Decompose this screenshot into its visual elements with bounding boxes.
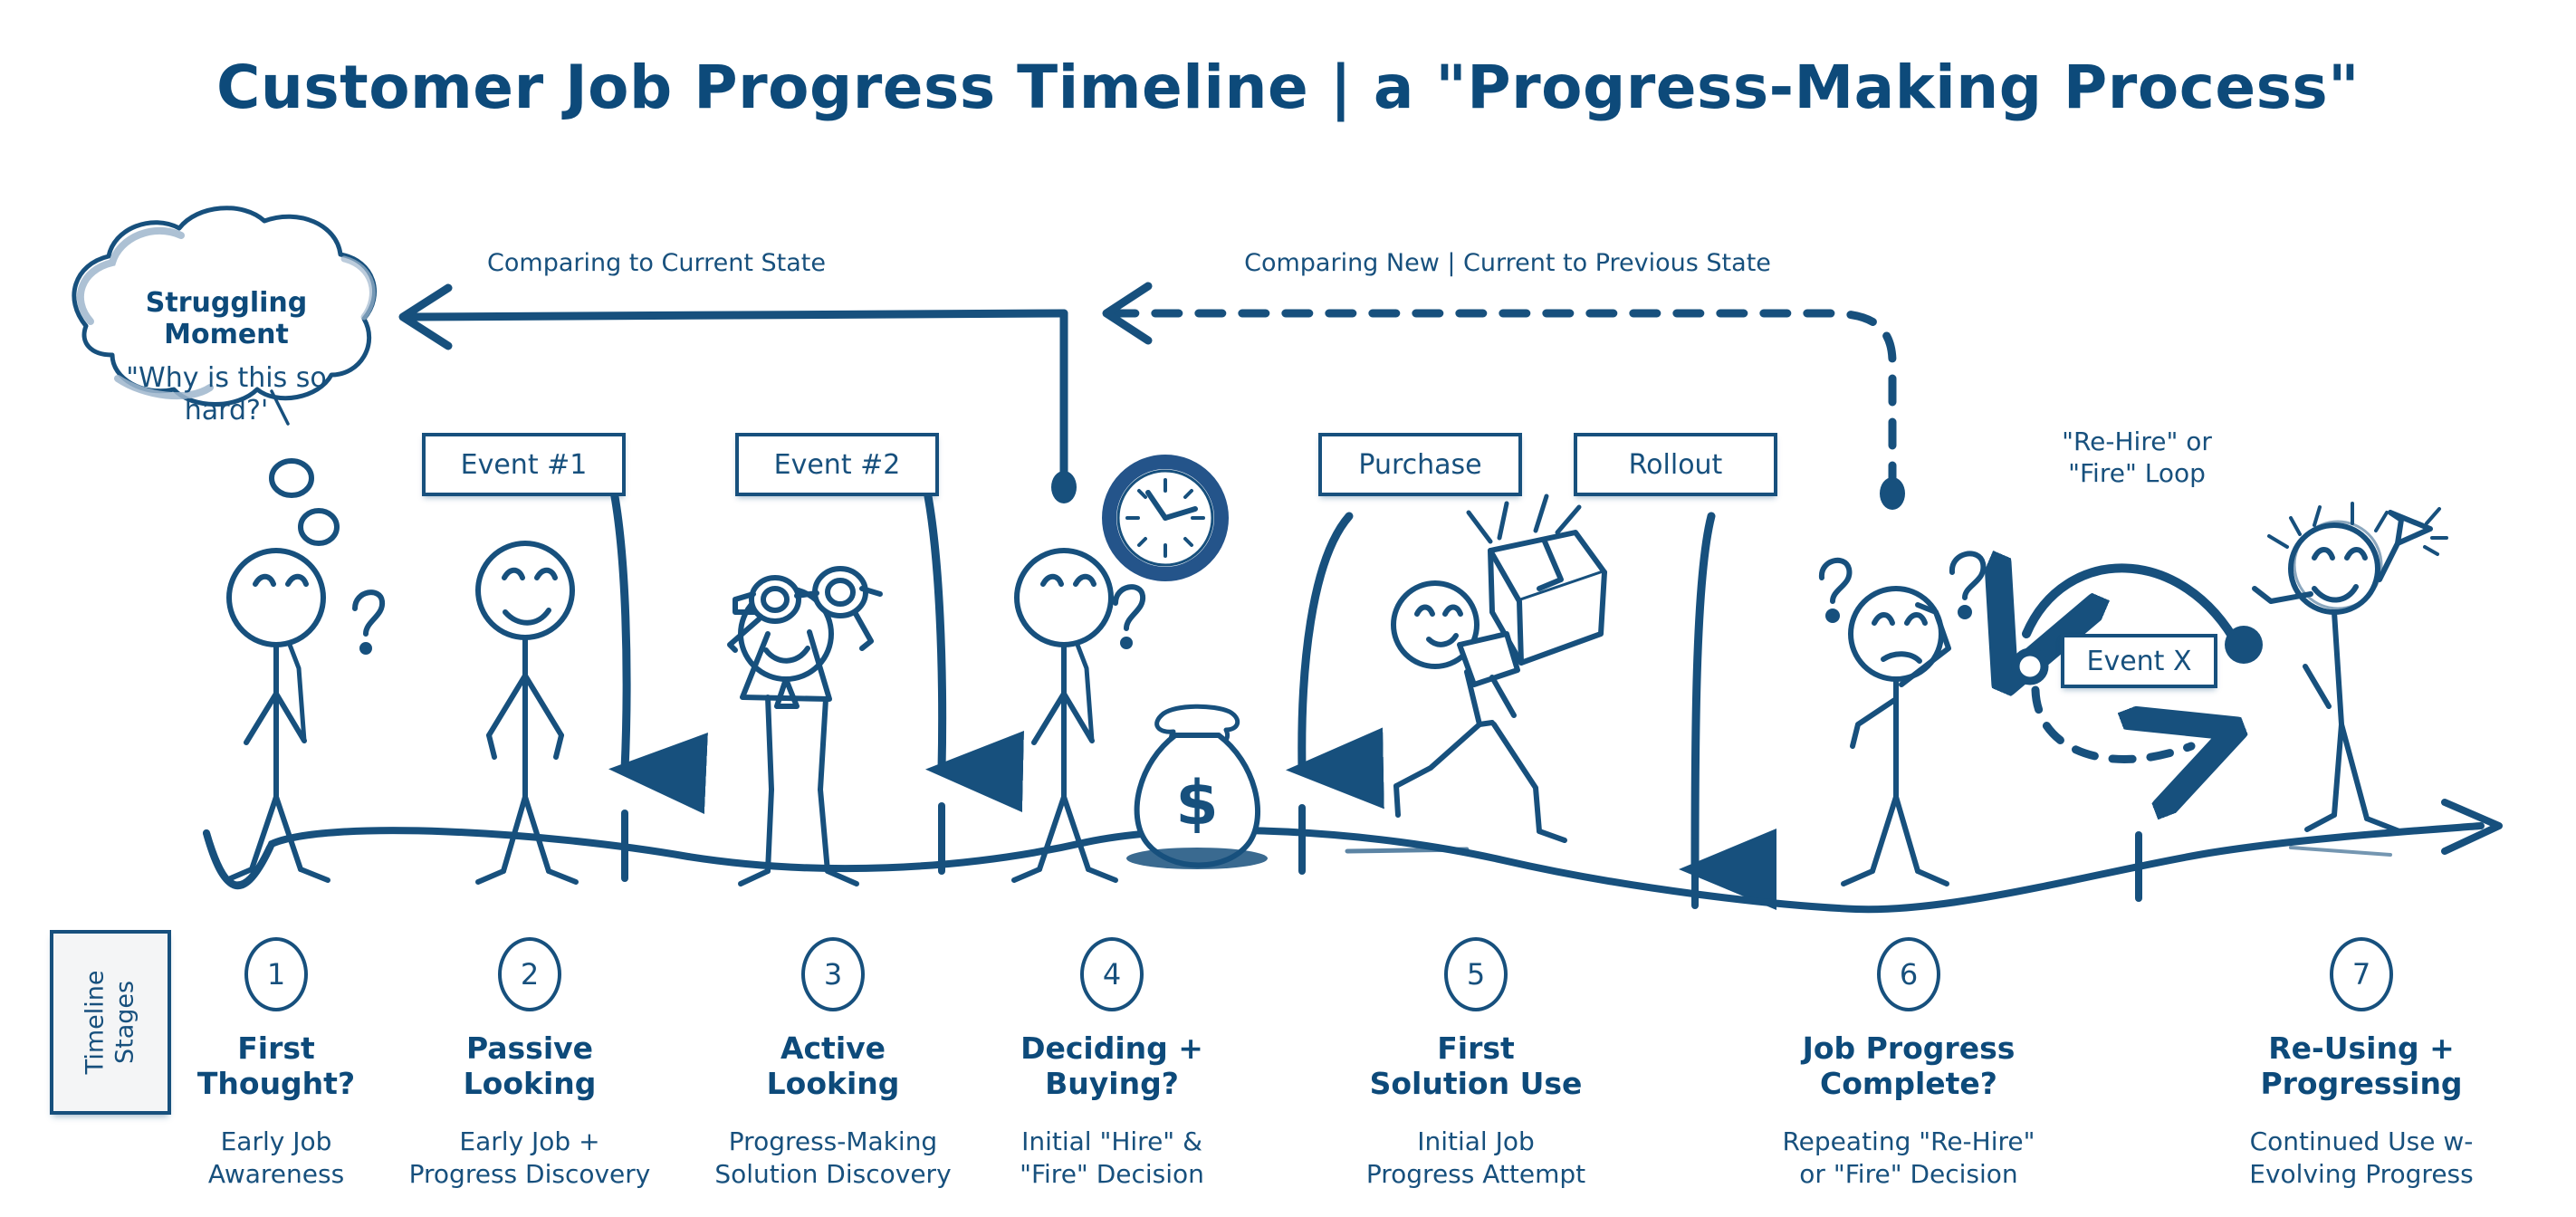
event-box-event-x-label: Event X (2086, 645, 2192, 677)
clock-icon (1102, 455, 1229, 581)
struggling-moment-thought-cloud (72, 206, 377, 546)
stage-down-arrows (604, 462, 1777, 911)
label-comparing-new-to-previous-state: Comparing New | Current to Previous Stat… (1244, 249, 1771, 277)
timeline-left-hook (203, 829, 273, 889)
stage-number-3: 3 (801, 937, 865, 1011)
running-person-with-box-stage-5-figure (1345, 494, 1607, 854)
stage-number-5: 5 (1444, 937, 1508, 1011)
page-title: Customer Job Progress Timeline | a "Prog… (215, 53, 2361, 122)
stage-number-1: 1 (244, 937, 308, 1011)
timeline-stages-tag-label: Timeline Stages (81, 970, 139, 1075)
timeline-axis (203, 799, 2503, 914)
event-box-purchase-label: Purchase (1358, 448, 1482, 481)
struggling-moment-quote: "Why is this so hard?' (126, 361, 327, 426)
celebrating-person-stage-7-figure (2252, 502, 2448, 857)
stage-title-7: Re-Using +Progressing (2260, 1030, 2463, 1101)
thinking-person-stage-4-figure (1011, 548, 1146, 883)
rehire-fire-loop-arrows (2016, 568, 2263, 759)
stage-subtitle-6: Repeating "Re-Hire"or "Fire" Decision (1782, 1126, 2035, 1189)
thinking-person-stage-1-figure (224, 548, 386, 883)
event-box-rollout-label: Rollout (1628, 448, 1723, 481)
event-box-purchase[interactable]: Purchase (1318, 433, 1522, 496)
binoculars-person-stage-3-figure (727, 566, 883, 886)
stage-number-4: 4 (1080, 937, 1144, 1011)
label-comparing-to-current-state: Comparing to Current State (487, 249, 826, 277)
stage-number-7: 7 (2330, 937, 2393, 1011)
timeline-stages-tag: Timeline Stages (50, 930, 171, 1115)
event-box-event-1[interactable]: Event #1 (422, 433, 626, 496)
confused-person-stage-6-figure (1818, 551, 1987, 886)
struggling-moment-text-block: Struggling Moment "Why is this so hard?' (81, 287, 371, 427)
event-box-event-2[interactable]: Event #2 (735, 433, 939, 496)
stage-subtitle-4: Initial "Hire" &"Fire" Decision (1020, 1126, 1204, 1189)
event-box-event-1-label: Event #1 (460, 448, 588, 481)
stage-title-4: Deciding +Buying? (1020, 1030, 1203, 1101)
comparing-new-to-previous-state-arrow (1102, 282, 1905, 510)
money-bag-icon: $ (1126, 704, 1268, 869)
stage-subtitle-2: Early Job +Progress Discovery (408, 1126, 651, 1189)
comparing-current-state-arrow (398, 283, 1077, 503)
rehire-fire-loop-label: "Re-Hire" or "Fire" Loop (2062, 426, 2212, 488)
stage-column-7[interactable]: 7 Re-Using +Progressing Continued Use w-… (2226, 937, 2497, 1191)
event-box-event-2-label: Event #2 (773, 448, 901, 481)
stage-column-4[interactable]: 4 Deciding +Buying? Initial "Hire" &"Fir… (976, 937, 1248, 1191)
standing-person-stage-2-figure (475, 541, 579, 885)
struggling-moment-heading: Struggling Moment (145, 287, 308, 350)
stage-number-2: 2 (498, 937, 561, 1011)
event-box-rollout[interactable]: Rollout (1574, 433, 1777, 496)
svg-text:$: $ (1175, 768, 1218, 839)
stage-subtitle-7: Continued Use w-Evolving Progress (2249, 1126, 2474, 1189)
event-box-event-x[interactable]: Event X (2061, 634, 2217, 688)
stage-number-6: 6 (1877, 937, 1940, 1011)
